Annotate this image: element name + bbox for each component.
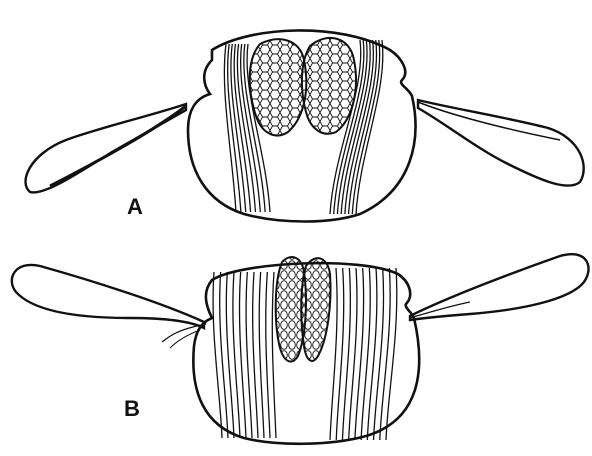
panel-b-right-muscle-band — [330, 268, 397, 440]
panel-b-muscle-fiber — [266, 272, 270, 438]
panel-b-muscle-fiber — [246, 272, 252, 438]
panel-b-drawing — [12, 254, 589, 444]
panel-a-drawing — [26, 30, 584, 221]
panel-b-muscle-fiber — [239, 272, 246, 438]
panel-b-muscle-fiber — [259, 272, 264, 438]
panel-a-dorsal-muscle-right-lobe — [302, 38, 356, 134]
panel-a-left-wing — [26, 104, 187, 192]
panel-b-left-muscle-band — [213, 272, 276, 438]
panel-a-label: A — [127, 194, 143, 220]
panel-a-left-wing-hinge — [50, 106, 186, 186]
panel-b-dorsal-muscle-right-lobe — [301, 258, 330, 361]
panel-b-label: B — [124, 396, 140, 422]
panel-b-muscle-fiber — [233, 272, 240, 438]
panel-b-left-wing — [12, 265, 204, 328]
panel-a-dorsal-muscle-left-lobe — [250, 39, 307, 135]
panel-b-muscle-fiber — [213, 272, 222, 438]
panel-b-muscle-fiber — [253, 272, 258, 438]
panel-a-right-wing — [418, 100, 584, 186]
